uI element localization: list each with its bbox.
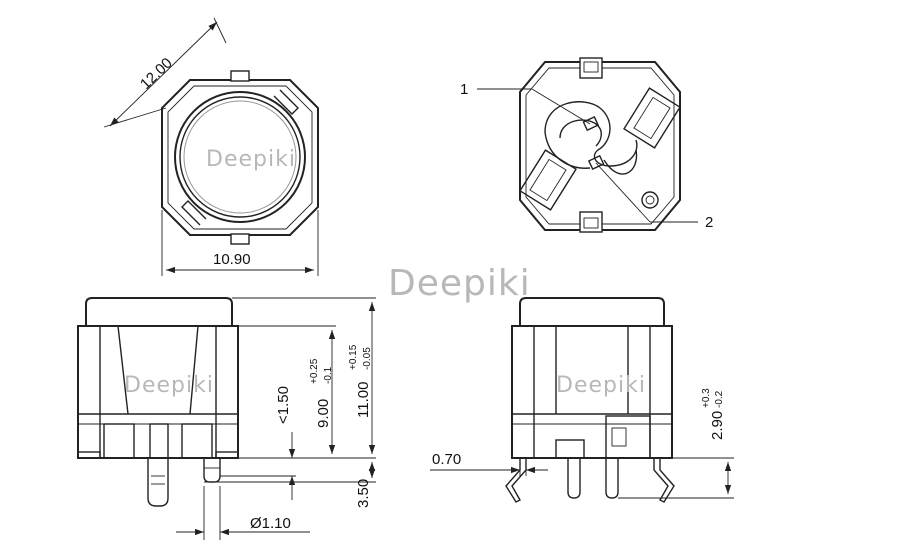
dim-2-90-tol-minus: -0.2: [714, 390, 725, 408]
watermark-side: Deepiki: [556, 373, 646, 398]
bottom-view: [519, 57, 681, 233]
dim-width: 10.90: [161, 210, 319, 276]
dim-9-00-tol-plus: +0.25: [309, 358, 320, 384]
dim-3-50: 3.50: [355, 479, 372, 508]
front-dims: <1.50 9.00 +0.25 -0.1 11.00 +0.15 -0.05 …: [176, 297, 376, 540]
callout-pin1: 1: [460, 81, 591, 125]
dim-9-00: 9.00: [315, 399, 332, 428]
dim-9-00-tol-minus: -0.1: [323, 366, 334, 384]
watermark-front: Deepiki: [124, 373, 214, 398]
callout-pin2: 2: [595, 162, 713, 231]
watermark-center: Deepiki: [388, 263, 531, 304]
side-dims: 0.70 2.90 +0.3 -0.2: [430, 388, 734, 499]
dim-11-00: 11.00: [355, 382, 372, 418]
front-view: Deepiki: [77, 297, 239, 507]
side-view: Deepiki: [505, 297, 675, 503]
dim-11-00-tol-plus: +0.15: [348, 344, 359, 370]
callout-1: 1: [460, 81, 468, 98]
dim-0-70: 0.70: [432, 451, 461, 468]
watermark-top: Deepiki: [206, 147, 296, 172]
dim-2-90: 2.90: [709, 411, 726, 440]
dim-lt-1-50: <1.50: [275, 386, 292, 424]
dim-dia-1-10: Ø1.10: [250, 515, 291, 532]
dim-11-00-tol-minus: -0.05: [362, 347, 373, 370]
top-view: Deepiki: [161, 70, 319, 245]
dim-12-00: 12.00: [137, 55, 176, 93]
callout-2: 2: [705, 214, 713, 231]
dim-2-90-tol-plus: +0.3: [701, 388, 712, 408]
dim-10-90: 10.90: [213, 251, 251, 268]
